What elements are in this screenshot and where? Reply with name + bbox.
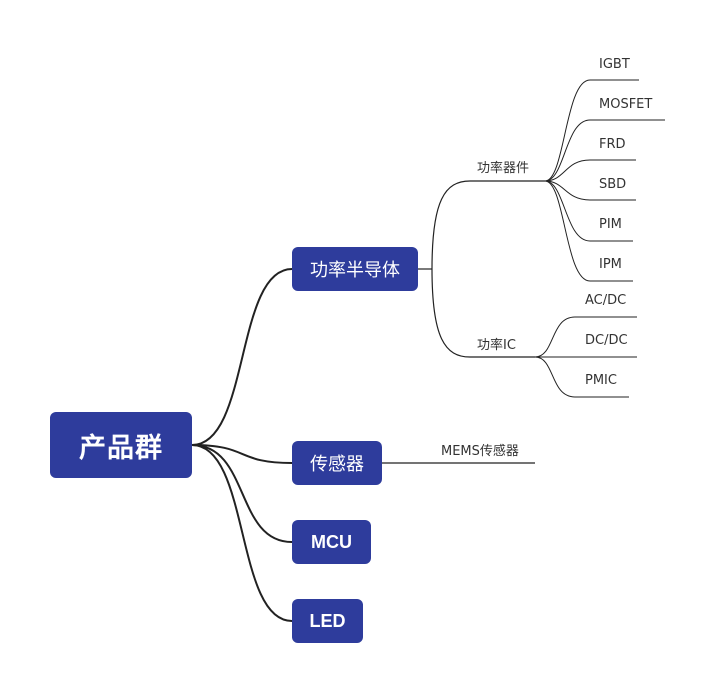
connector-pim xyxy=(544,180,633,242)
leaf-pmic[interactable]: PMIC xyxy=(585,373,617,388)
connector-root-power-semiconductor xyxy=(191,268,293,446)
connector-igbt xyxy=(544,79,639,182)
node-label: MCU xyxy=(311,531,352,552)
connector-pmic xyxy=(534,356,629,398)
node-power-devices[interactable]: 功率器件 xyxy=(477,161,530,176)
node-mcu[interactable]: MCU xyxy=(292,520,371,564)
node-power-semiconductor[interactable]: 功率半导体 xyxy=(292,247,418,291)
leaf-acdc[interactable]: AC/DC xyxy=(585,293,627,308)
node-label: LED xyxy=(309,610,346,631)
leaf-mosfet[interactable]: MOSFET xyxy=(599,97,653,112)
connector-root-sensor xyxy=(191,444,293,464)
connector-root-led xyxy=(191,444,293,622)
node-sensor[interactable]: 传感器 xyxy=(292,441,382,485)
connector-sbd xyxy=(544,180,636,201)
node-power-ic[interactable]: 功率IC xyxy=(477,338,516,353)
root-node-label: 产品群 xyxy=(79,432,163,463)
connector-power-devices xyxy=(431,180,545,270)
leaf-igbt[interactable]: IGBT xyxy=(599,57,630,72)
leaf-ipm[interactable]: IPM xyxy=(599,257,622,272)
leaf-sbd[interactable]: SBD xyxy=(599,177,627,192)
root-node[interactable]: 产品群 xyxy=(50,412,192,478)
connector-ipm xyxy=(544,180,633,282)
connector-root-mcu xyxy=(191,444,293,543)
leaf-pim[interactable]: PIM xyxy=(599,217,622,232)
leaf-dcdc[interactable]: DC/DC xyxy=(585,333,628,348)
node-label: 传感器 xyxy=(310,454,364,474)
node-led[interactable]: LED xyxy=(292,599,363,643)
node-mems-sensor[interactable]: MEMS传感器 xyxy=(441,444,519,459)
connector-acdc xyxy=(534,316,637,358)
node-label: 功率半导体 xyxy=(310,260,400,280)
leaf-frd[interactable]: FRD xyxy=(599,137,626,152)
connector-power-ic xyxy=(431,268,535,358)
connector-frd xyxy=(544,159,636,182)
connector-mosfet xyxy=(544,119,665,182)
